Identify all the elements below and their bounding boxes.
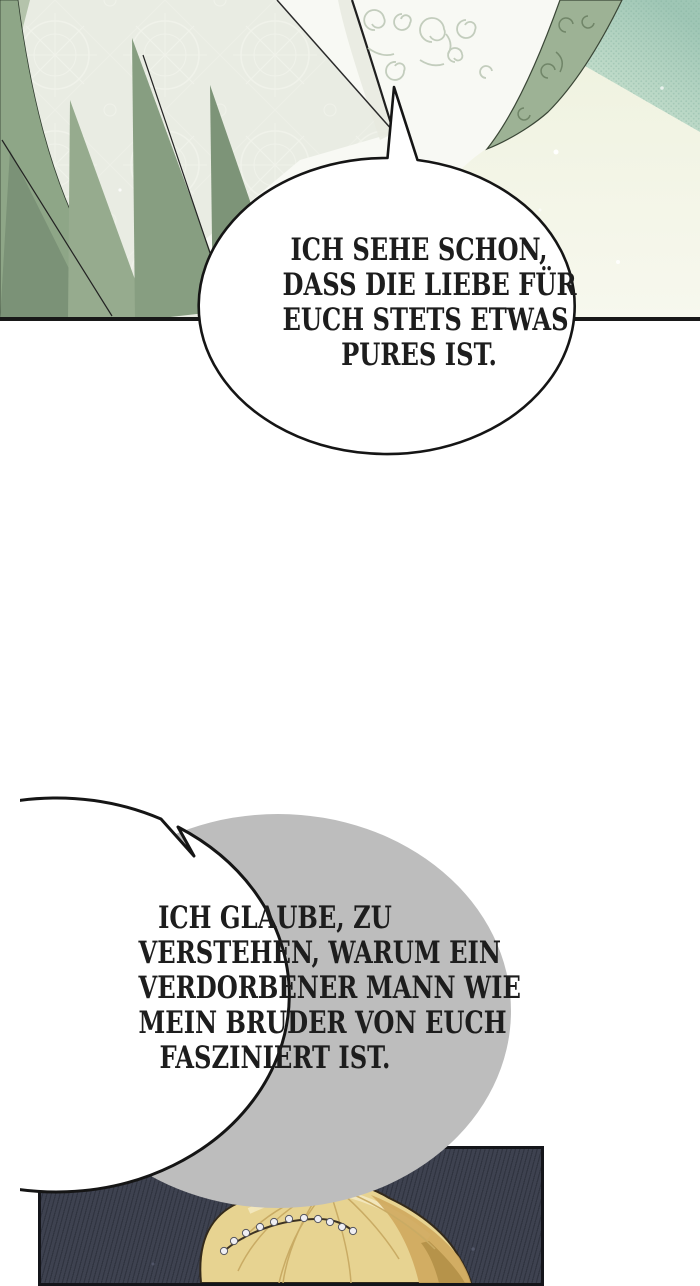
bubble2-line1: ICH GLAUBE, ZU [158, 900, 392, 936]
hair-deep-shadow [421, 1241, 465, 1283]
garment-outline-left [276, 0, 394, 132]
speech-bubble-2 [20, 796, 511, 1208]
speech-bubble-2-text: ICH GLAUBE, ZU VERSTEHEN, WARUM EIN VERD… [138, 900, 521, 1076]
bubble2-line5: FASZINIERT IST. [159, 1040, 391, 1076]
bubble1-line3: EUCH STETS ETWAS [282, 302, 569, 338]
bubble2-line3: VERDORBENER MANN WIE [138, 970, 521, 1006]
sage-drape [485, 0, 623, 151]
speech-bubble-1-outline-with-tail [197, 85, 576, 456]
bubble1-line2: DASS DIE LIEBE FÜR [282, 267, 577, 303]
bubble2-line4: MEIN BRUDER VON EUCH [138, 1005, 507, 1041]
speech-bubble-2-outline-with-tail [20, 796, 291, 1194]
bubble2-line2: VERSTEHEN, WARUM EIN [138, 935, 501, 971]
speech-bubble-1 [197, 85, 576, 456]
bubble1-line1: ICH SEHE SCHON, [290, 232, 548, 268]
drape-embroidery [517, 15, 595, 121]
sparkle-dots [118, 86, 664, 264]
pearl-headband [219, 1213, 358, 1256]
speech-bubble-1-text: ICH SEHE SCHON, DASS DIE LIEBE FÜR EUCH … [282, 232, 577, 373]
garment-fold-shading [338, 0, 394, 140]
bubble1-line4: PURES IST. [341, 337, 497, 373]
floral-embroidery [363, 9, 493, 81]
